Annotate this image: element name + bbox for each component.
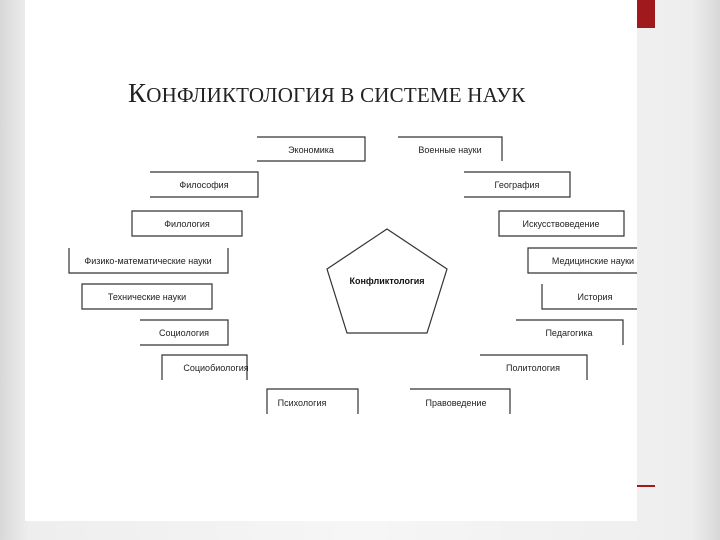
node-economics: Экономика <box>257 136 366 162</box>
node-philosophy: Философия <box>150 171 259 198</box>
node-geography-label: География <box>495 180 540 190</box>
node-art-studies-label: Искусствоведение <box>523 219 600 229</box>
node-military: Военные науки <box>398 136 503 161</box>
node-medical-label: Медицинские науки <box>552 256 634 266</box>
node-physmath-label: Физико-математические науки <box>84 256 211 266</box>
node-military-label: Военные науки <box>418 145 481 155</box>
slide-title: КОНФЛИКТОЛОГИЯ В СИСТЕМЕ НАУК <box>128 78 525 109</box>
node-geography: География <box>464 171 571 198</box>
node-philosophy-label: Философия <box>179 180 228 190</box>
node-politology: Политология <box>480 354 588 380</box>
node-technical-label: Технические науки <box>108 292 186 302</box>
slide-title-rest: ОНФЛИКТОЛОГИЯ В СИСТЕМЕ НАУК <box>146 83 526 107</box>
node-sociobiology: Социобиология <box>161 354 249 380</box>
node-history: История <box>541 284 637 310</box>
node-sociobiology-label: Социобиология <box>183 363 248 373</box>
node-sociology: Социология <box>140 319 229 346</box>
accent-line <box>637 485 655 487</box>
diagram: Экономика Философия Филология Физико-мат… <box>68 136 637 414</box>
center-pentagon <box>326 228 448 334</box>
node-sociology-label: Социология <box>159 328 209 338</box>
slide-title-initial: К <box>128 78 147 108</box>
node-law: Правоведение <box>410 388 511 414</box>
accent-bar <box>637 0 655 28</box>
center-label: Конфликтология <box>349 276 424 286</box>
node-politology-label: Политология <box>506 363 560 373</box>
node-economics-label: Экономика <box>288 145 334 155</box>
node-art-studies: Искусствоведение <box>498 210 625 237</box>
slide: КОНФЛИКТОЛОГИЯ В СИСТЕМЕ НАУК Экономика … <box>25 0 637 521</box>
node-psychology: Психология <box>266 388 359 414</box>
node-history-label: История <box>578 292 613 302</box>
node-technical: Технические науки <box>81 283 213 310</box>
node-philology-label: Филология <box>164 219 210 229</box>
node-law-label: Правоведение <box>426 398 487 408</box>
node-psychology-label: Психология <box>278 398 327 408</box>
node-pedagogy-label: Педагогика <box>545 328 592 338</box>
node-pedagogy: Педагогика <box>516 319 624 345</box>
node-philology: Филология <box>131 210 243 237</box>
node-medical: Медицинские науки <box>527 247 637 274</box>
center-node: Конфликтология <box>326 228 448 334</box>
node-physmath: Физико-математические науки <box>68 248 229 274</box>
